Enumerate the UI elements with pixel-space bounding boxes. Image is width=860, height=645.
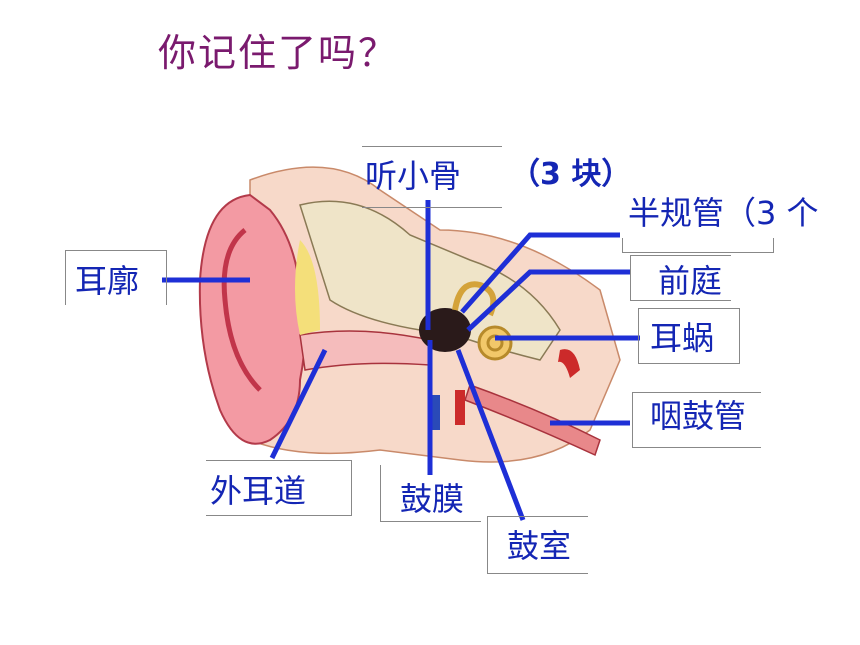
bracket-cochlea [638,308,740,364]
bracket-eardrum [380,465,481,522]
label-eustachian: 咽鼓管 [650,397,747,435]
label-eardrum: 鼓膜 [400,480,465,518]
leader-tympanic [455,349,526,521]
leader-ear-canal [269,348,328,460]
eustachian-tube-shape [464,384,601,457]
label-ossicles-count: （3 块） [510,157,632,192]
cochlea-shape [477,325,513,361]
bracket-semicircular [622,238,774,253]
label-pinna: 耳廓 [75,262,140,300]
leader-vestibule [466,269,630,332]
bracket-ear-canal [206,460,352,516]
pinna-inner-fold [221,228,262,392]
label-cochlea: 耳蜗 [650,319,715,357]
cartilage-strip [295,240,320,335]
page-title: 你记住了吗？ [158,31,399,75]
vessel-blue [430,395,440,430]
leader-lines [162,200,640,521]
semicircular-canals-shape [452,281,497,317]
label-tympanic-cavity: 鼓室 [507,527,572,565]
leader-semicircular [460,232,620,314]
label-ear-canal: 外耳道 [210,472,307,510]
bracket-tympanic-cavity [487,516,588,574]
bracket-eustachian [632,392,761,448]
artery-right [558,349,580,378]
label-ossicles: 听小骨 [365,157,462,195]
bracket-pinna [65,250,167,305]
vessel-red [455,390,465,425]
bracket-ossicles [362,146,502,208]
label-semicircular: 半规管（3 个 [628,194,819,232]
bracket-vestibule [630,255,731,301]
label-vestibule: 前庭 [658,262,723,300]
